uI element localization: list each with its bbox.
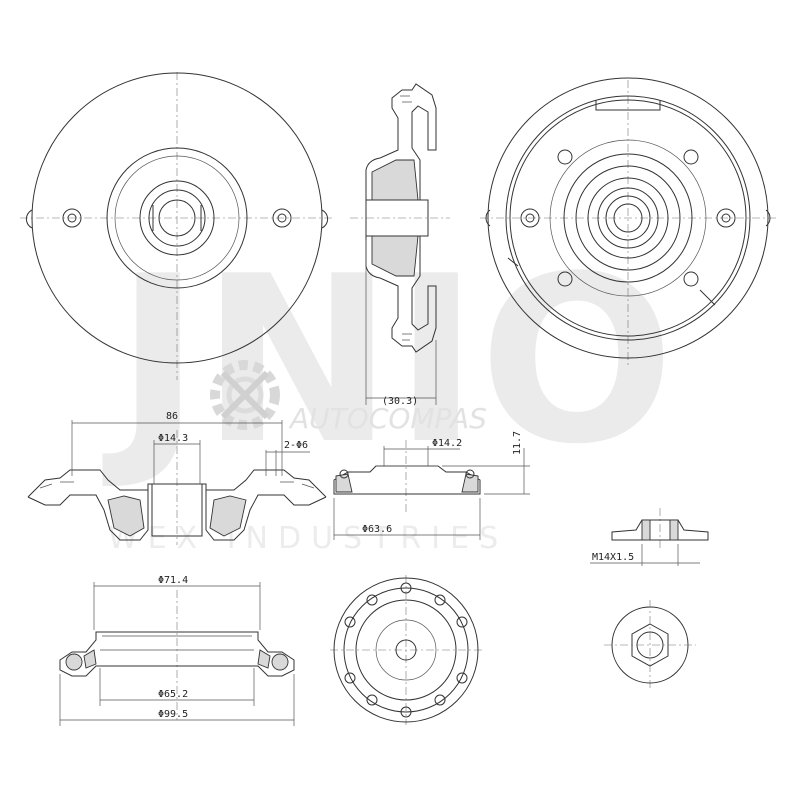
dim-height-11-7: 11.7 [512,431,523,455]
dim-width-86: 86 [166,411,178,422]
dim-side-thickness: (30.3) [382,396,418,407]
dim-dia-63-6: Φ63.6 [362,524,392,535]
nut-section-view: M14X1.5 [590,508,709,566]
watermark-company: WEX INDUSTRIES [108,521,508,556]
dim-holes-2x6: 2-Φ6 [284,440,308,451]
dim-thread: M14X1.5 [592,552,634,563]
bearing-plate-view [330,575,482,725]
watermark-brand: AUTOCOMPAS [288,402,487,435]
lower-section-view: Φ71.4 Φ65.2 Φ99.5 [59,575,295,726]
rear-view-right [480,77,778,365]
side-section-view: (30.3) [350,83,450,407]
watermark: JNIO AUTOCOMPAS WEX INDUSTRIES [102,228,674,556]
dim-dia-65-2: Φ65.2 [158,689,188,700]
dim-dia-99-5: Φ99.5 [158,709,188,720]
nut-top-view [604,600,696,690]
dim-dia-71-4: Φ71.4 [158,575,188,586]
autocompas-logo-icon [210,360,280,430]
main-section-view: 86 Φ14.3 2-Φ6 [27,411,327,545]
front-view-left [20,72,335,380]
dim-bore-14-3: Φ14.3 [158,433,188,444]
dim-bore-14-2: Φ14.2 [432,438,462,449]
bearing-section-view: Φ14.2 Φ63.6 11.7 [333,431,530,540]
